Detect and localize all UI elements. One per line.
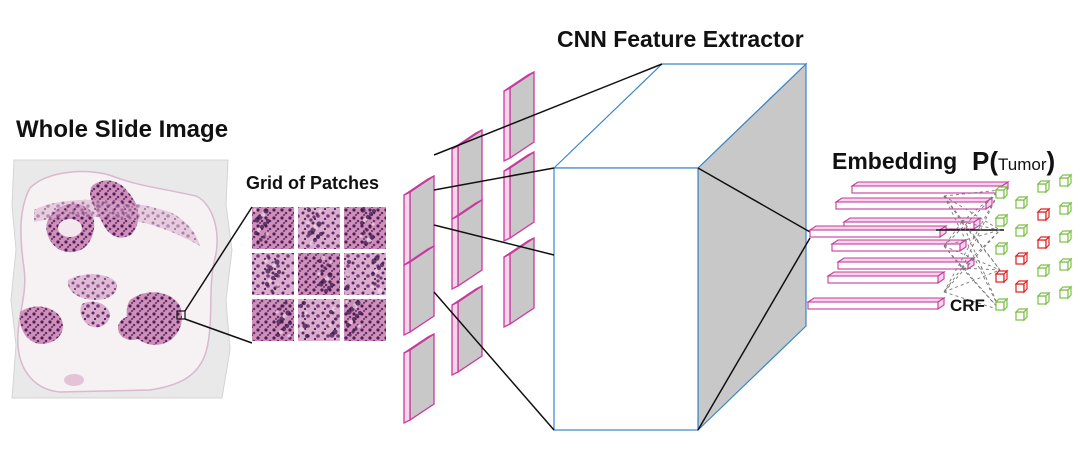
- patch-tile: [298, 207, 340, 249]
- crf-edge: [943, 267, 963, 293]
- crf-edge: [943, 189, 1001, 293]
- feature-map-panel: [503, 150, 535, 243]
- crf-edge: [943, 269, 1001, 293]
- patch-tile: [298, 299, 340, 341]
- probability-suffix: ): [1046, 146, 1056, 176]
- feature-maps: [403, 70, 535, 425]
- whole-slide-image-title: Whole Slide Image: [16, 116, 229, 143]
- cnn-front-face: [553, 167, 699, 431]
- crf-edge: [961, 267, 1001, 271]
- feature-map-panel: [451, 198, 483, 291]
- crf-edge: [943, 229, 1001, 293]
- probability-prefix: P(: [972, 146, 998, 176]
- embedding-bar: [806, 296, 946, 311]
- tumor-cube: [1036, 207, 1051, 222]
- embedding-bar: [834, 196, 994, 211]
- feature-map-panel: [451, 284, 483, 377]
- normal-cube: [1014, 307, 1029, 322]
- tumor-cube: [1014, 251, 1029, 266]
- patch-tile: [298, 253, 340, 295]
- tumor-cube: [994, 269, 1009, 284]
- feature-map-panel: [451, 128, 483, 221]
- crf-edge: [961, 229, 1001, 269]
- cnn-feature-extractor-title: CNN Feature Extractor: [557, 26, 804, 52]
- zoom-lines-slide-to-patches: [184, 206, 253, 344]
- tumor-cube: [1014, 279, 1029, 294]
- normal-cube: [1014, 223, 1029, 238]
- cnn-projection-lines: [433, 63, 811, 431]
- tissue-region-lower-left: [19, 306, 63, 344]
- crf-edge: [961, 189, 1001, 269]
- embedding-vectors: [806, 180, 1010, 311]
- normal-cube: [1036, 263, 1051, 278]
- grid-of-patches-title: Grid of Patches: [246, 173, 380, 193]
- normal-cube: [1058, 229, 1073, 244]
- tumor-probability-title: P(Tumor): [972, 146, 1055, 177]
- crf-edge: [943, 245, 963, 269]
- crf-connections: [943, 189, 1001, 311]
- embedding-title: Embedding: [832, 148, 958, 174]
- patch-tile: [252, 207, 294, 249]
- tissue-region-strand: [34, 199, 200, 246]
- patch-tile: [252, 299, 294, 341]
- crf-edge: [943, 291, 1001, 311]
- feature-map-panel: [503, 70, 535, 163]
- normal-cube: [1058, 201, 1073, 216]
- patch-tile: [344, 299, 386, 341]
- embedding-bar: [808, 224, 948, 239]
- embedding-bar: [836, 256, 976, 271]
- crf-edge: [961, 221, 1001, 311]
- cnn-block: [552, 62, 808, 432]
- tissue-region-middle: [67, 274, 117, 300]
- patch-grid: [252, 207, 386, 341]
- embedding-bar: [850, 180, 1010, 195]
- feature-map-panel: [503, 236, 535, 329]
- feature-map-panel: [403, 332, 435, 425]
- normal-cube: [1036, 179, 1051, 194]
- crf-edge: [961, 221, 1001, 231]
- normal-cube: [994, 297, 1009, 312]
- crf-edge: [943, 195, 963, 223]
- normal-cube: [994, 241, 1009, 256]
- normal-cube: [1036, 291, 1051, 306]
- normal-cube: [1058, 285, 1073, 300]
- tumor-probability-grid: [994, 173, 1073, 322]
- crf-edge: [943, 221, 963, 247]
- tissue-region-small: [64, 374, 84, 386]
- tissue-region-center-hole: [58, 219, 82, 237]
- patch-tile: [344, 253, 386, 295]
- normal-cube: [1058, 257, 1073, 272]
- patch-tile: [252, 253, 294, 295]
- selected-patch-marker: [176, 310, 186, 320]
- embedding-bar: [826, 270, 946, 285]
- crf-edge: [961, 221, 1001, 271]
- normal-cube: [1014, 195, 1029, 210]
- feature-map-panel: [403, 244, 435, 337]
- patch-tile: [344, 207, 386, 249]
- normal-cube: [1058, 173, 1073, 188]
- tissue-region-lower-center: [118, 316, 146, 340]
- crf-edge: [943, 189, 1001, 247]
- normal-cube: [994, 185, 1009, 200]
- crf-edge: [943, 229, 1001, 247]
- tumor-cube: [1036, 235, 1051, 250]
- crf-edge: [943, 245, 1001, 311]
- feature-map-panel: [403, 174, 435, 267]
- tissue-region-lower-mid: [80, 301, 110, 328]
- tumor-label: Tumor: [998, 155, 1047, 174]
- whole-slide-image: [10, 159, 233, 399]
- normal-cube: [994, 213, 1009, 228]
- crf-label: CRF: [950, 296, 985, 315]
- crf-edge: [961, 189, 1001, 223]
